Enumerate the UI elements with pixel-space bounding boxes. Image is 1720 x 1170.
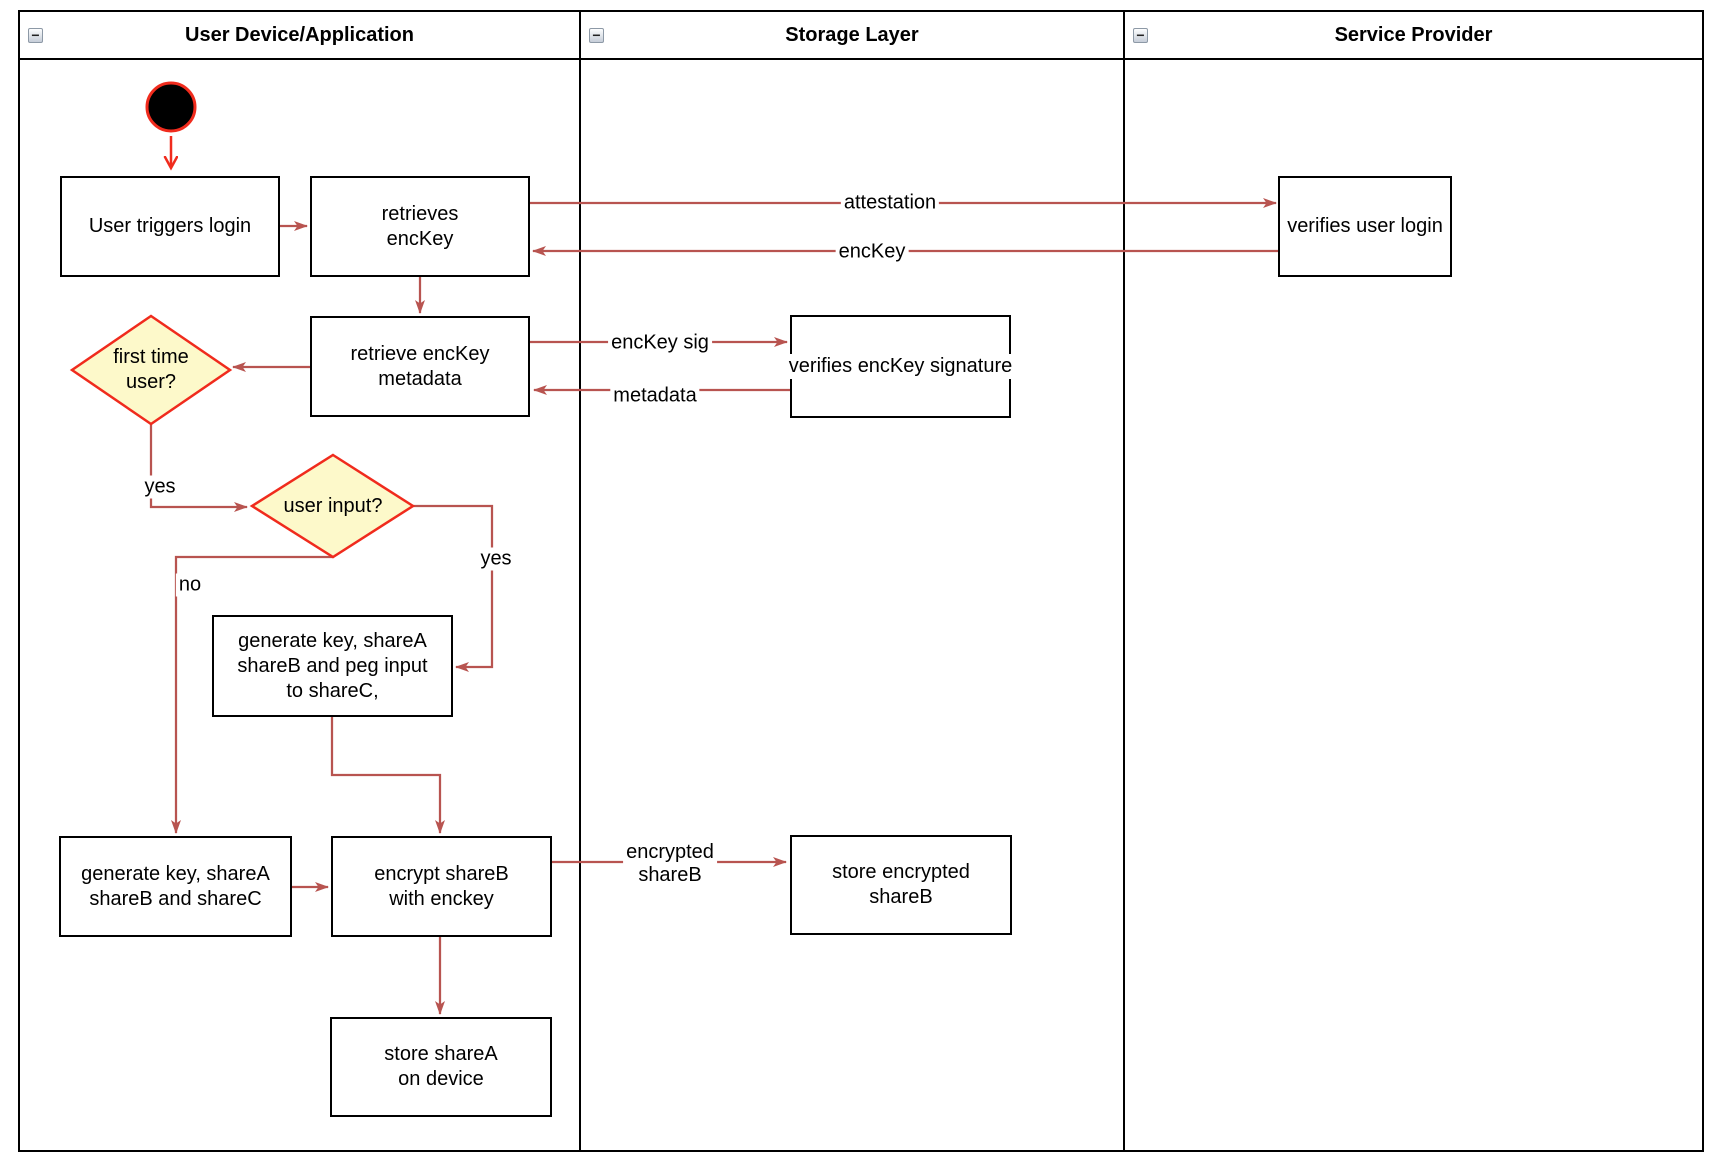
collapse-lane-button[interactable]: − xyxy=(589,28,604,43)
lane-title: Service Provider xyxy=(1334,23,1493,46)
node-label: retrieves encKey xyxy=(381,202,459,250)
edge-label-enckey: encKey xyxy=(835,240,909,264)
lane-header-user-device: − User Device/Application xyxy=(20,12,579,60)
swimlane-pool: − User Device/Application − Storage Laye… xyxy=(18,10,1704,1152)
edge-label-yes-first-time: yes xyxy=(141,475,179,499)
decision-label-first-time-user: first time user? xyxy=(113,346,189,393)
node-label: User triggers login xyxy=(88,215,252,237)
minus-icon: − xyxy=(592,26,601,43)
edge-userinput-no xyxy=(171,555,333,834)
node-store-encrypted-shareb[interactable]: store encrypted shareB xyxy=(790,835,1012,935)
node-label: verifies encKey signature xyxy=(785,354,1016,379)
node-verifies-user-login[interactable]: verifies user login xyxy=(1278,176,1452,277)
lane-service-provider: − Service Provider xyxy=(1123,12,1702,1150)
edge-label-encrypted-shareb: encrypted shareB xyxy=(623,841,717,887)
node-encrypt-shareb[interactable]: encrypt shareB with enckey xyxy=(331,836,552,937)
node-label: generate key, shareA shareB and peg inpu… xyxy=(237,629,428,702)
lane-title: Storage Layer xyxy=(785,23,919,46)
lane-storage-layer: − Storage Layer xyxy=(579,12,1123,1150)
node-store-sharea[interactable]: store shareA on device xyxy=(330,1017,552,1117)
node-verifies-enckey-signature[interactable]: verifies encKey signature xyxy=(785,315,1016,418)
collapse-lane-button[interactable]: − xyxy=(1133,28,1148,43)
node-label: generate key, shareA shareB and shareC xyxy=(81,862,270,910)
lane-user-device: − User Device/Application xyxy=(20,12,579,1150)
lane-header-service-provider: − Service Provider xyxy=(1125,12,1702,60)
collapse-lane-button[interactable]: − xyxy=(28,28,43,43)
lane-title: User Device/Application xyxy=(185,23,414,46)
edge-userinput-yes xyxy=(413,504,494,672)
decision-user-input[interactable] xyxy=(249,453,416,559)
edge-peg-to-encrypt xyxy=(330,717,445,834)
edge-firsttime-yes xyxy=(149,424,248,512)
node-label: store encrypted shareB xyxy=(832,861,970,908)
node-generate-key-sharec[interactable]: generate key, shareA shareB and shareC xyxy=(59,836,292,937)
edge-label-metadata: metadata xyxy=(610,384,700,408)
edge-label-no-user-input: no xyxy=(175,573,205,597)
edge-label-attestation: attestation xyxy=(840,191,940,215)
node-retrieve-enckey-metadata[interactable]: retrieve encKey metadata xyxy=(310,316,530,417)
edge-label-yes-user-input: yes xyxy=(477,547,515,571)
edge-label-enckey-sig: encKey sig xyxy=(608,331,712,355)
node-label: encrypt shareB with enckey xyxy=(374,862,509,910)
node-user-triggers-login[interactable]: User triggers login xyxy=(60,176,280,277)
minus-icon: − xyxy=(31,26,40,43)
node-retrieves-enckey[interactable]: retrieves encKey xyxy=(310,176,530,277)
lane-header-storage-layer: − Storage Layer xyxy=(581,12,1123,60)
decision-first-time-user[interactable] xyxy=(69,314,233,426)
node-generate-key-peg-input[interactable]: generate key, shareA shareB and peg inpu… xyxy=(212,615,453,717)
node-label: retrieve encKey metadata xyxy=(350,342,490,390)
start-node[interactable] xyxy=(145,81,197,133)
decision-label-user-input: user input? xyxy=(283,494,383,517)
node-label: verifies user login xyxy=(1287,215,1443,237)
minus-icon: − xyxy=(1136,26,1145,43)
node-label: store shareA on device xyxy=(384,1043,498,1090)
